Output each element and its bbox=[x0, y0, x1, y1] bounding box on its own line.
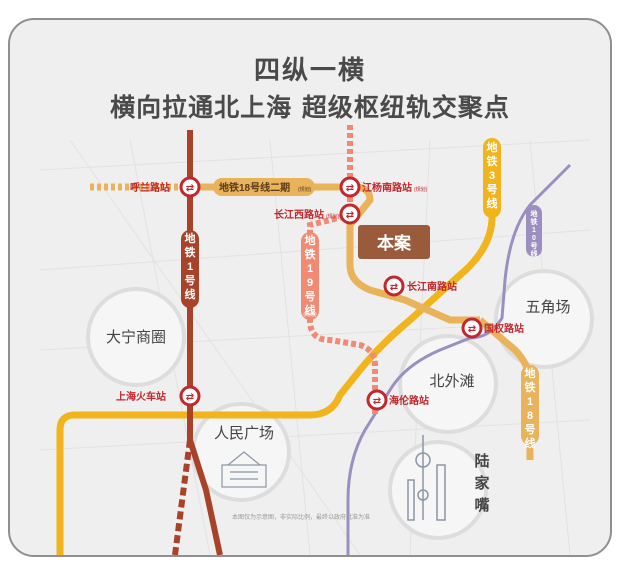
station-label-changjiang-south: 长江南路站 bbox=[407, 280, 457, 293]
svg-text:⇄: ⇄ bbox=[373, 396, 381, 407]
line18-phase2-pill bbox=[213, 178, 315, 196]
area-circle-daning bbox=[86, 287, 186, 387]
line18-pill bbox=[521, 365, 539, 445]
station-label-jiangyang-south: 江杨南路站 bbox=[362, 181, 412, 194]
area-label-lujiazui: 陆家嘴 bbox=[474, 453, 489, 514]
area-circles bbox=[86, 269, 594, 540]
metro-line-1-branch bbox=[172, 439, 193, 555]
area-label-wujiaochang: 五角场 bbox=[525, 299, 570, 316]
station-marker-shanghai-rail bbox=[179, 385, 201, 407]
station-label-hulan: 呼兰路站 bbox=[130, 181, 170, 194]
project-box bbox=[358, 225, 430, 259]
transfer-icons: ⇄ ⇄ ⇄ ⇄ ⇄ ⇄ ⇄ bbox=[186, 183, 476, 407]
station-markers bbox=[179, 176, 483, 411]
station-tag-jiangyang-south: (规划) bbox=[414, 186, 428, 193]
station-marker-hulan bbox=[179, 176, 201, 198]
area-label-beiwaitan: 北外滩 bbox=[429, 373, 474, 390]
svg-text:⇄: ⇄ bbox=[346, 183, 354, 194]
svg-text:⇄: ⇄ bbox=[186, 183, 194, 194]
oriental-pearl-tower-icon bbox=[407, 435, 446, 521]
svg-text:⇄: ⇄ bbox=[468, 324, 476, 335]
metro-line-10 bbox=[346, 163, 572, 555]
line3-pill bbox=[483, 138, 501, 218]
station-label-guoquan: 国权路站 bbox=[484, 322, 524, 335]
disclaimer-text: 本图仅为示意图，非实际比例，最终以政府批准为准 bbox=[232, 513, 370, 521]
station-marker-jiangyang-south bbox=[339, 176, 361, 198]
page-title: 四纵一横 bbox=[253, 56, 366, 86]
svg-text:⇄: ⇄ bbox=[186, 392, 194, 403]
page-subtitle: 横向拉通北上海 超级枢纽轨交聚点 bbox=[110, 93, 510, 122]
area-circle-wujiaochang bbox=[494, 269, 594, 369]
area-label-daning: 大宁商圈 bbox=[106, 329, 166, 346]
metro-line-18-phase2 bbox=[198, 183, 480, 324]
svg-text:⇄: ⇄ bbox=[346, 210, 354, 221]
metro-line-3 bbox=[56, 155, 496, 555]
metro-line-19 bbox=[307, 125, 378, 415]
area-circle-beiwaitan bbox=[398, 334, 498, 434]
svg-text:⇄: ⇄ bbox=[390, 282, 398, 293]
line-tag-19: (规划) bbox=[303, 311, 317, 318]
station-marker-changjiang-south bbox=[383, 275, 405, 297]
transit-map: ⇄ ⇄ ⇄ ⇄ ⇄ ⇄ ⇄ 呼兰路站 江杨南路站 (规划) 长江西路站 (规划) 长江南路… bbox=[39, 125, 594, 555]
line19-pill bbox=[301, 232, 319, 320]
station-tag-changjiang-west: (规划) bbox=[326, 213, 340, 220]
station-label-shanghai-rail: 上海火车站 bbox=[116, 390, 166, 403]
area-label-renmin: 人民广场 bbox=[214, 425, 274, 442]
peoples-square-building-icon bbox=[221, 451, 267, 488]
area-circle-lujiazui bbox=[388, 440, 488, 540]
station-marker-changjiang-west bbox=[339, 203, 361, 225]
line1-pill bbox=[181, 230, 199, 308]
station-label-hailun: 海伦路站 bbox=[389, 394, 429, 407]
map-card: ⇄ ⇄ ⇄ ⇄ ⇄ ⇄ ⇄ 呼兰路站 江杨南路站 (规划) 长江西路站 (规划) 长江南路… bbox=[8, 18, 612, 557]
project-label: 本案 bbox=[377, 233, 412, 253]
line10-pill bbox=[526, 205, 542, 257]
station-marker-guoquan bbox=[461, 317, 483, 339]
station-marker-hailun bbox=[366, 389, 388, 411]
station-label-changjiang-west: 长江西路站 bbox=[274, 208, 324, 221]
line-label-18-phase2: 地铁18号线二期 bbox=[219, 181, 290, 194]
line-tag-18-phase2: (规划) bbox=[298, 186, 312, 193]
